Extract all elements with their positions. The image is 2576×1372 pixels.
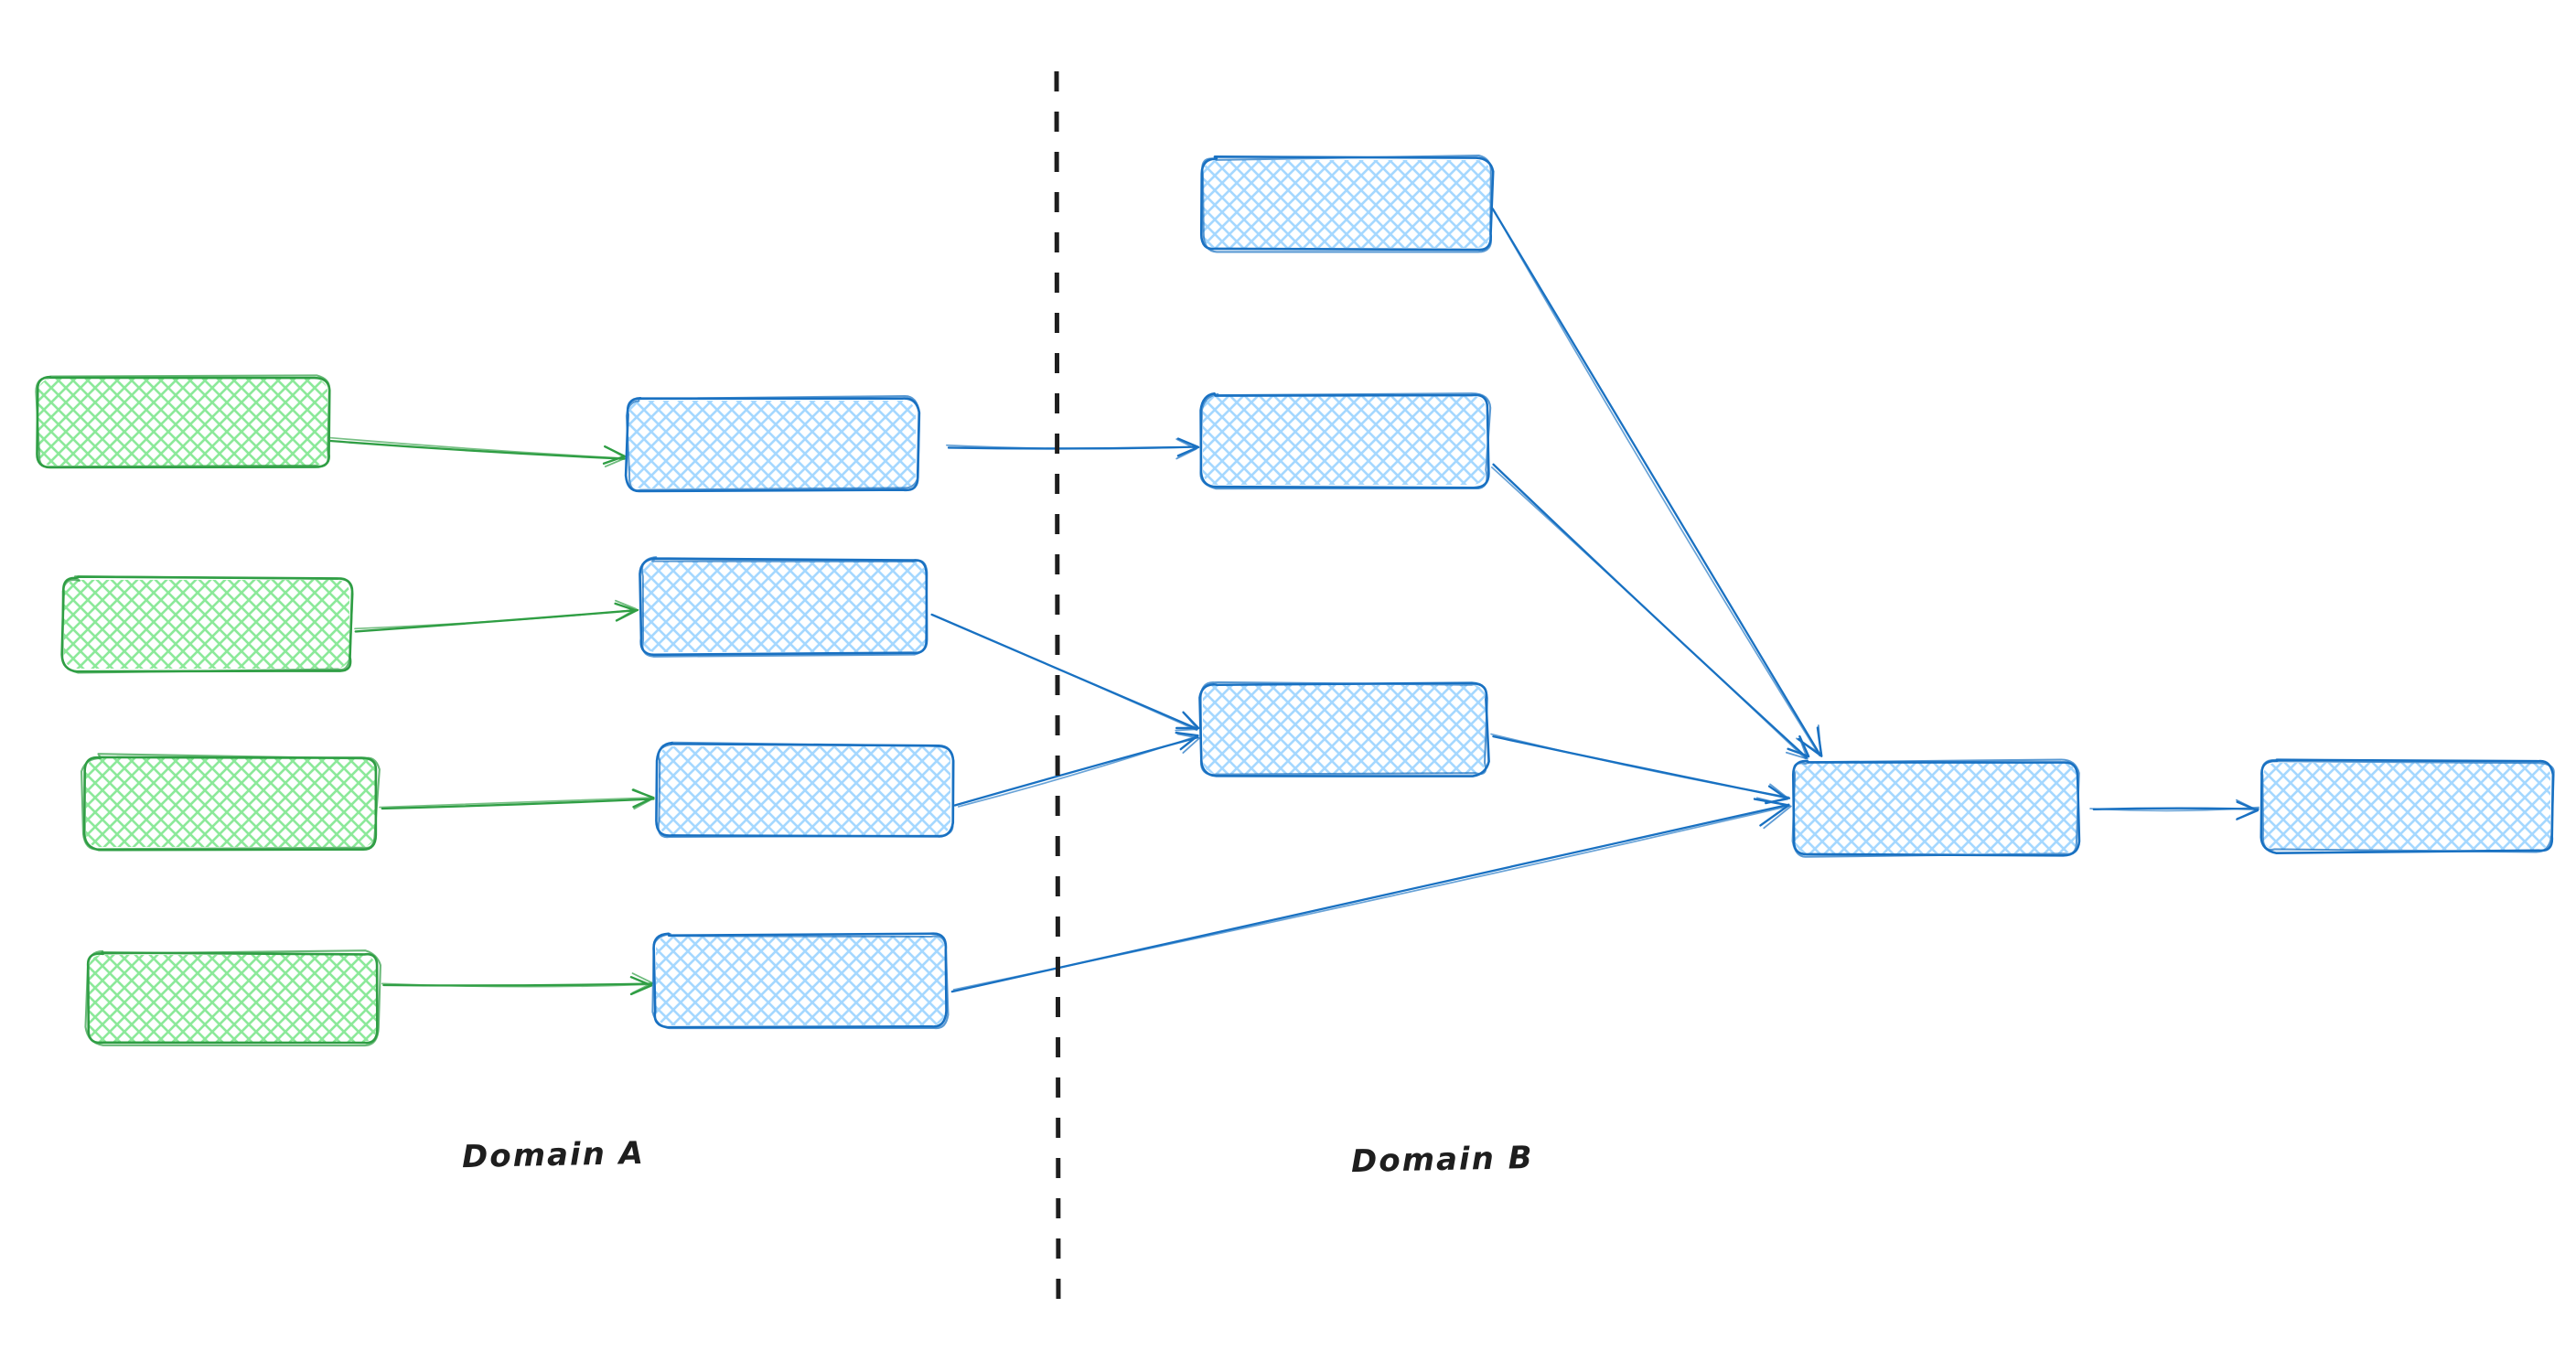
node-outline [2260,758,2555,853]
domain-divider-line [1054,70,1061,1309]
node-b1[interactable] [624,394,921,493]
edge-c2-to-hub[interactable] [1490,463,1810,760]
edge-b4-to-hub[interactable] [950,797,1792,993]
node-outline [640,556,928,658]
node-fill [1203,685,1486,774]
arrow-head [1785,737,1809,760]
arrow-head [629,976,653,996]
edge-line [328,439,626,460]
node-fill [1795,763,2077,853]
edge-b3-to-c3[interactable] [953,731,1201,808]
node-fill [656,936,945,1025]
edge-line [381,798,655,810]
node-fill [628,401,916,488]
edge-b2-to-c3[interactable] [930,613,1200,732]
node-fill [642,562,926,652]
edge-line [326,436,624,459]
arrow-head [2235,799,2258,820]
node-fill [38,379,327,466]
edge-line [952,805,1790,991]
edge-line [931,614,1198,732]
node-fill [1203,396,1486,485]
arrow-head [615,599,638,621]
node-fill [2263,763,2550,850]
edge-c3-to-hub[interactable] [1490,733,1791,805]
node-b2[interactable] [639,556,928,658]
edge-line [2089,806,2259,812]
edge-line [381,982,652,988]
node-outline [1791,758,2080,858]
node-fill [86,758,375,847]
arrow-head [632,788,655,810]
node-b3[interactable] [655,741,955,839]
node-outline [80,753,381,851]
arrow-head [1175,712,1199,732]
arrow-head [1765,783,1788,805]
edge-line [1490,466,1807,760]
node-a3[interactable] [80,753,381,852]
node-outline [84,949,381,1047]
node-fill [659,746,950,835]
node-outline [657,741,954,839]
node-outline [625,394,921,492]
node-outline [651,933,950,1030]
node-hub[interactable] [1791,758,2081,858]
node-outline [1199,391,1490,489]
node-fill [64,580,349,669]
domain-a-label: Domain A [461,1134,646,1176]
edge-line [1490,205,1821,757]
edge-line [379,797,655,809]
edge-a3-to-b3[interactable] [379,788,655,810]
edge-a4-to-b4[interactable] [381,972,654,996]
arrow-head [1176,437,1200,457]
domain-b-label: Domain B [1350,1139,1534,1181]
node-fill [89,955,376,1042]
arrow-head [1175,731,1199,751]
arrow-head [1176,733,1201,754]
node-outline [1199,681,1488,776]
node-fill [1203,160,1490,248]
node-outline [1201,154,1492,253]
edge-line [1490,733,1790,799]
edge-line [946,444,1198,450]
node-c2[interactable] [1199,391,1492,490]
arrow-head [1787,734,1810,758]
node-a2[interactable] [60,575,354,674]
edge-hub-to-out[interactable] [2089,799,2259,820]
node-out[interactable] [2259,758,2555,854]
edge-a2-to-b2[interactable] [354,599,639,633]
node-c1[interactable] [1199,154,1495,253]
node-c3[interactable] [1198,681,1490,777]
node-b4[interactable] [651,932,950,1030]
arrow-head [1175,438,1197,460]
node-layer [35,154,2555,1047]
edge-line [957,735,1197,808]
edge-line [1492,463,1809,759]
node-outline [35,374,331,468]
node-outline [1199,392,1492,490]
edge-line [1491,208,1822,756]
divider-layer [1054,70,1061,1309]
node-a4[interactable] [84,949,381,1047]
edge-b1-to-c2[interactable] [946,437,1200,460]
node-outline [60,575,354,674]
edge-layer [326,205,2259,996]
arrow-head [1756,797,1792,830]
edge-a1-to-b1[interactable] [326,436,627,467]
node-a1[interactable] [35,374,331,469]
edge-c1-to-hub[interactable] [1490,205,1823,757]
arrow-head [1796,724,1822,756]
edge-line [354,608,639,630]
